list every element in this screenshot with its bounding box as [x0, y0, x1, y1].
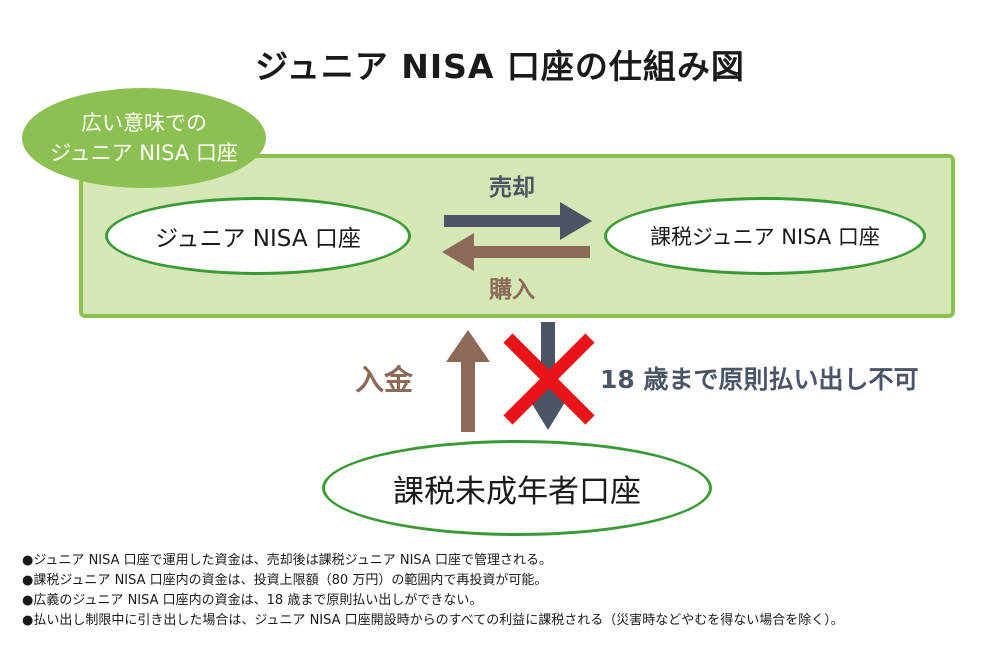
taxable-minor-account-label: 課税未成年者口座	[393, 473, 641, 510]
note-item: ●広義のジュニア NISA 口座内の資金は、18 歳まで原則払い出しができない。	[22, 593, 483, 608]
note-item: ●課税ジュニア NISA 口座内の資金は、投資上限額（80 万円）の範囲内で再投…	[22, 573, 548, 588]
note-item: ●払い出し制限中に引き出した場合は、ジュニア NISA 口座開設時からのすべての…	[22, 613, 844, 628]
taxable-junior-nisa-account-label: 課税ジュニア NISA 口座	[650, 225, 880, 249]
broad-badge-line1: 広い意味での	[81, 111, 207, 135]
taxable-junior-nisa-account-node: 課税ジュニア NISA 口座	[604, 197, 926, 275]
buy-arrow	[442, 233, 590, 271]
broad-junior-nisa-badge: 広い意味での ジュニア NISA 口座	[22, 88, 266, 188]
note-item: ●ジュニア NISA 口座で運用した資金は、売却後は課税ジュニア NISA 口座…	[22, 553, 552, 568]
withdrawal-restriction-label: 18 歳まで原則払い出し不可	[600, 365, 919, 394]
diagram-title: ジュニア NISA 口座の仕組み図	[255, 47, 745, 86]
taxable-minor-account-node: 課税未成年者口座	[322, 440, 712, 536]
broad-badge-line2: ジュニア NISA 口座	[50, 141, 238, 165]
deposit-arrow	[446, 330, 490, 432]
sell-arrow	[444, 202, 592, 240]
blocked-cross-icon	[503, 333, 595, 425]
junior-nisa-account-label: ジュニア NISA 口座	[155, 226, 361, 252]
notes-list: ●ジュニア NISA 口座で運用した資金は、売却後は課税ジュニア NISA 口座…	[22, 551, 992, 631]
sell-label: 売却	[489, 175, 535, 201]
junior-nisa-account-node: ジュニア NISA 口座	[105, 197, 411, 275]
deposit-label: 入金	[355, 363, 414, 397]
buy-label: 購入	[489, 277, 535, 303]
